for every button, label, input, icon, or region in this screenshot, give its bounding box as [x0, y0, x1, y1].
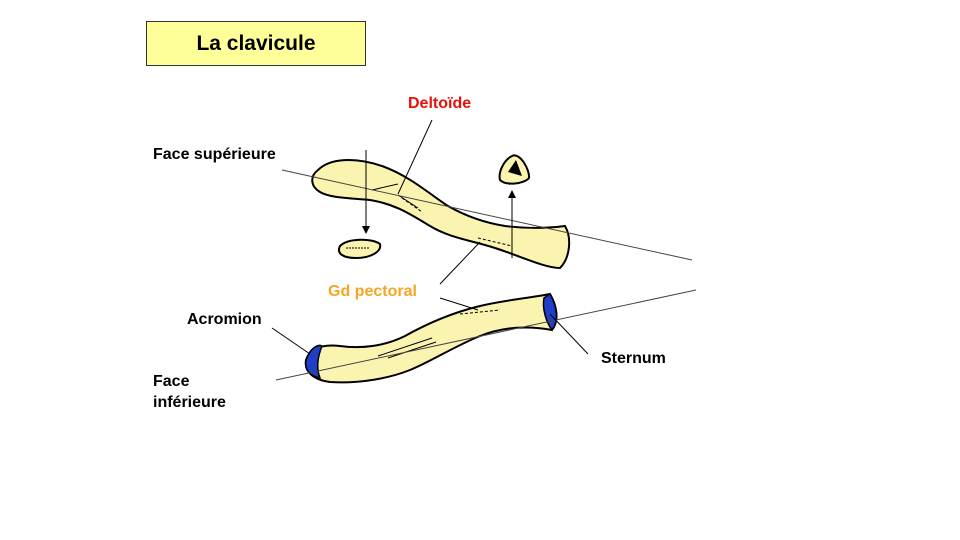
label-deltoide: Deltoïde	[408, 95, 472, 112]
superior-axis-line	[281, 169, 693, 261]
acromion-pointer	[271, 327, 311, 355]
cross-section-lateral	[338, 238, 382, 260]
sternum-pointer	[549, 313, 589, 355]
gd-pectoral-pointer-lower	[439, 297, 479, 311]
label-face-superieure: Face supérieure	[153, 146, 276, 163]
label-acromion: Acromion	[187, 311, 262, 328]
label-face-inferieure-line2: inférieure	[153, 394, 226, 411]
deltoide-insertion-marks	[371, 183, 423, 213]
deltoide-pointer	[397, 119, 433, 195]
inferior-axis-line	[275, 289, 697, 381]
label-gd-pectoral: Gd pectoral	[328, 283, 417, 300]
label-sternum: Sternum	[601, 350, 666, 367]
page-title: La clavicule	[146, 21, 366, 66]
label-face-inferieure-line1: Face	[153, 373, 190, 390]
inferior-marks	[377, 309, 501, 359]
pectoral-insertion-marks	[477, 237, 513, 247]
clavicle-superior-face	[311, 159, 571, 270]
gd-pectoral-pointer-upper	[439, 241, 481, 285]
